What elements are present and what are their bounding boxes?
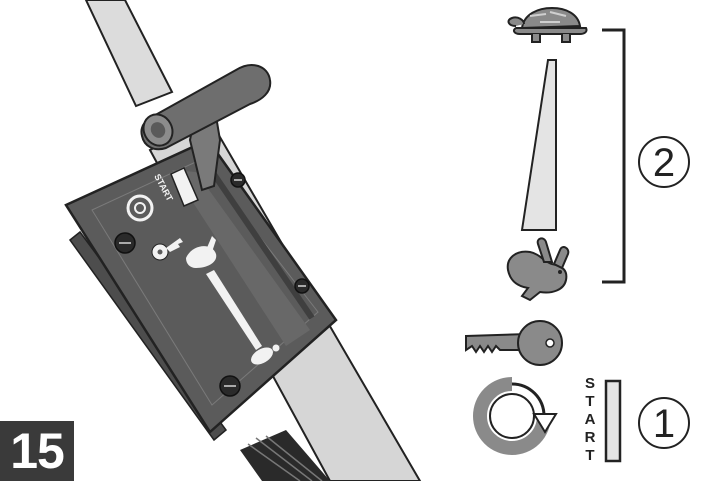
step-number-badge: 15 bbox=[0, 421, 74, 481]
start-letter-s: S bbox=[585, 375, 595, 392]
key-icon bbox=[465, 320, 563, 366]
rabbit-icon bbox=[506, 237, 570, 302]
speed-wedge bbox=[520, 59, 557, 231]
speed-range-bracket bbox=[602, 28, 626, 284]
plate-key-icon bbox=[151, 238, 183, 261]
callout-start-switch-label: 1 bbox=[653, 402, 675, 446]
control-plate: START bbox=[64, 138, 338, 434]
plate-start-switch[interactable] bbox=[170, 166, 199, 207]
start-letter-a: A bbox=[585, 411, 596, 428]
plate-rabbit-icon bbox=[186, 236, 217, 268]
circular-arrow-icon bbox=[473, 377, 558, 455]
start-vertical-label: S T A R T bbox=[585, 375, 596, 464]
callout-speed-range-label: 2 bbox=[653, 141, 675, 185]
plate-turtle-icon bbox=[251, 344, 280, 365]
turtle-icon bbox=[507, 6, 588, 43]
speed-lever[interactable] bbox=[138, 64, 272, 192]
start-switch-slot[interactable] bbox=[604, 379, 622, 463]
plate-speed-wedge bbox=[206, 270, 262, 350]
screw-left bbox=[114, 232, 136, 254]
callout-start-switch: 1 bbox=[638, 397, 690, 449]
plate-start-icon bbox=[126, 194, 154, 222]
callout-speed-range: 2 bbox=[638, 136, 690, 188]
screw-top-right bbox=[230, 172, 246, 188]
start-letter-r: R bbox=[585, 429, 596, 446]
screw-bottom bbox=[219, 375, 241, 397]
screw-right bbox=[294, 278, 310, 294]
start-letter-t2: T bbox=[585, 447, 594, 464]
start-letter-t1: T bbox=[585, 393, 594, 410]
